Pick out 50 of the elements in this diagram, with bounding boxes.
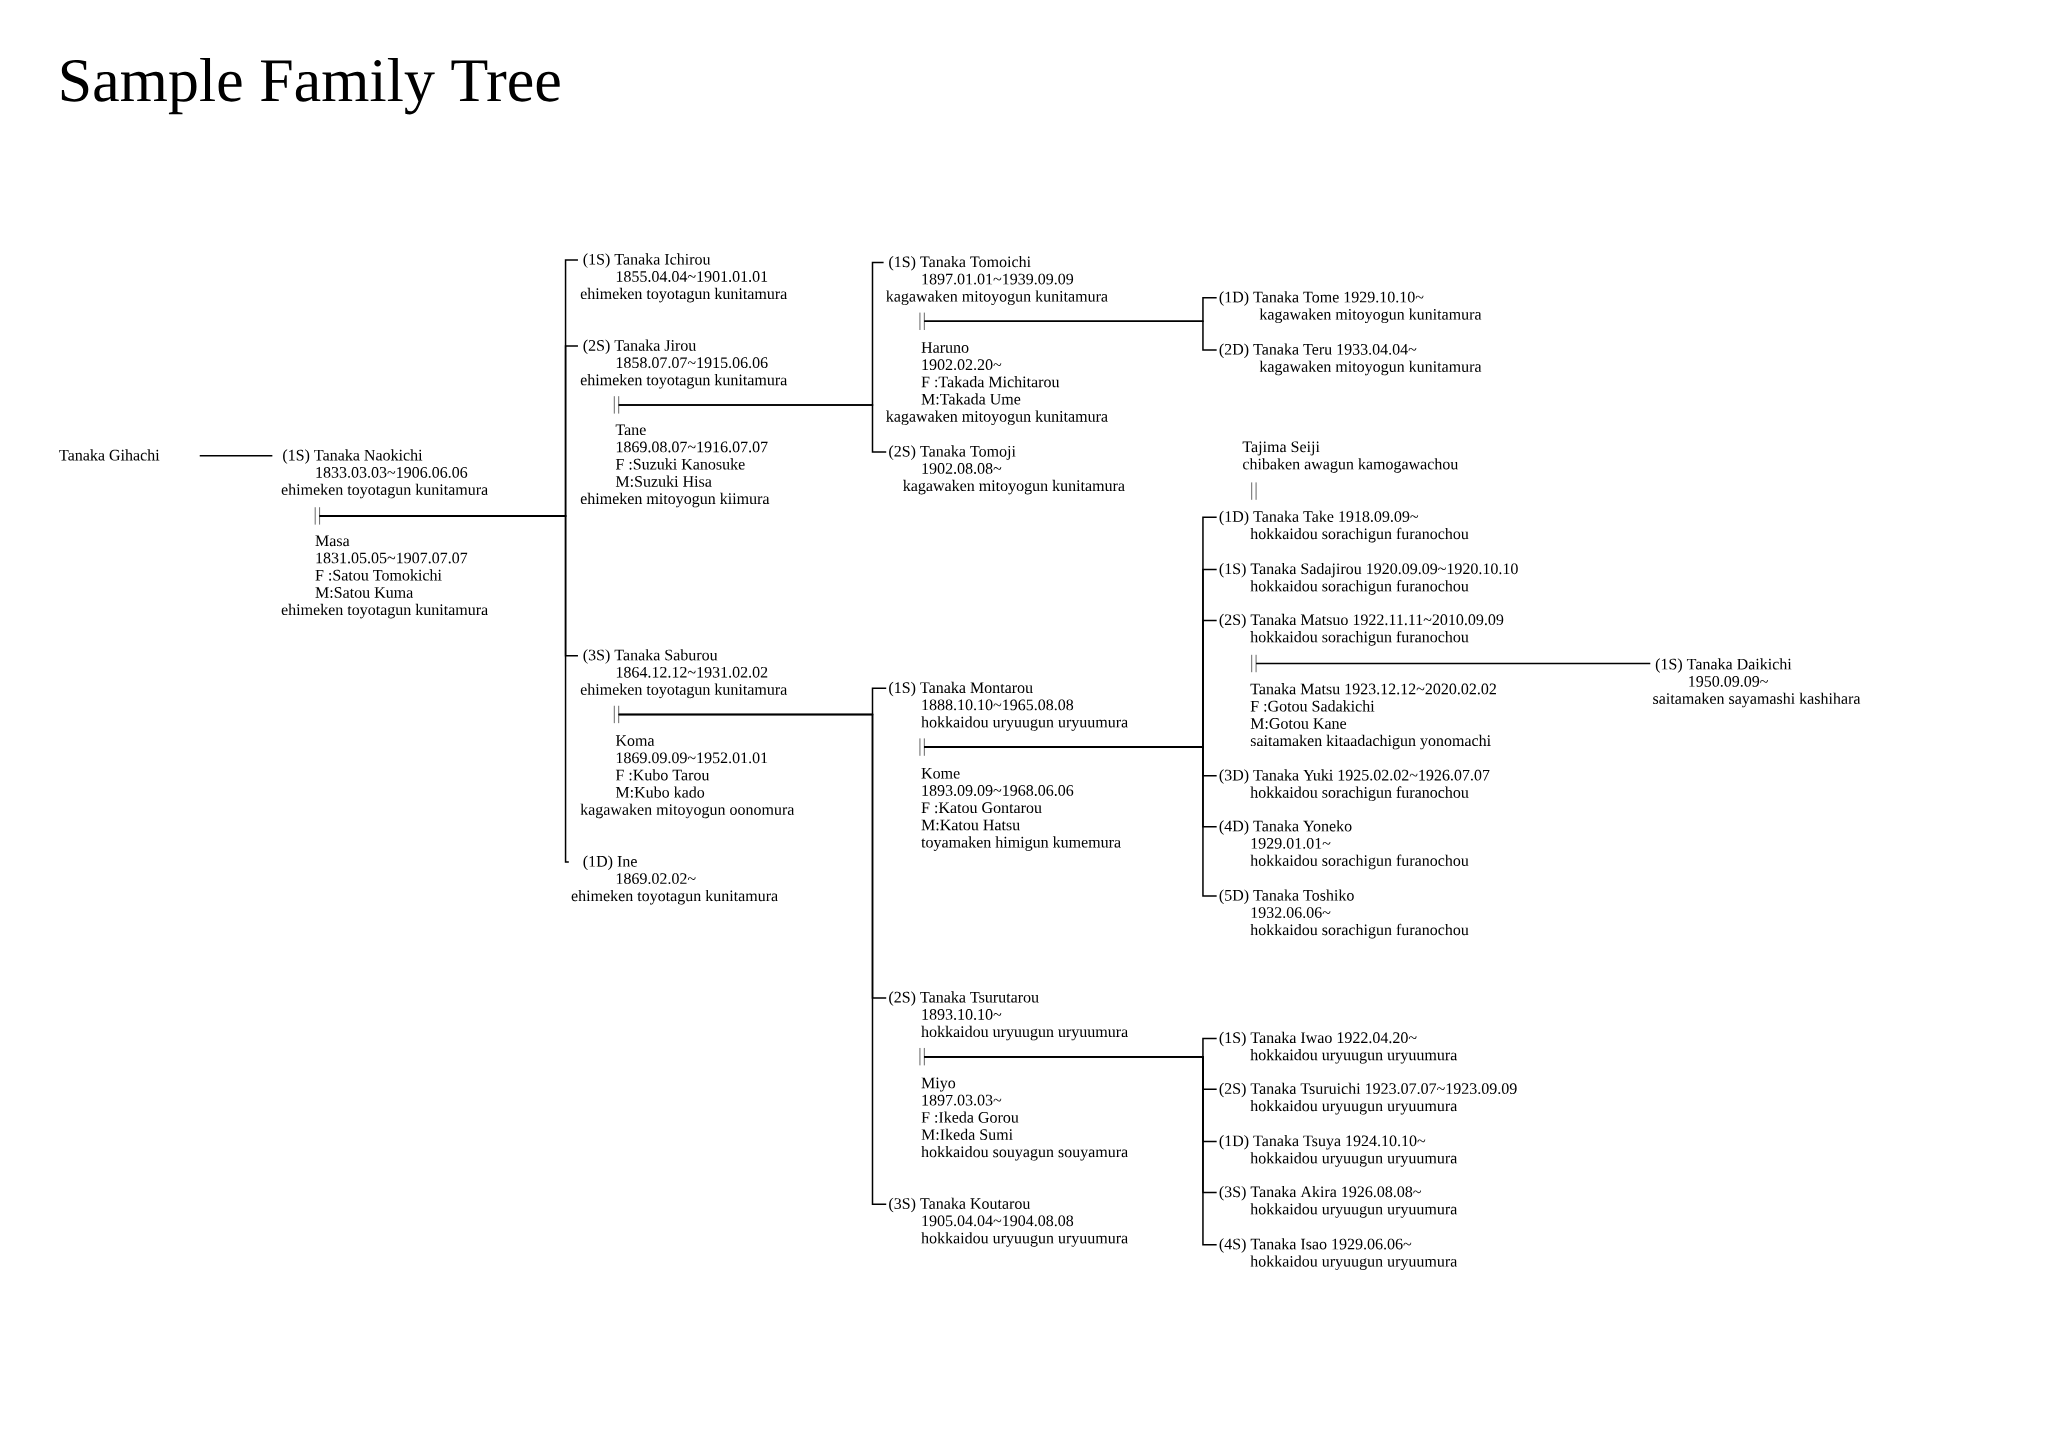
person-label: Haruno 1902.02.20~ F :Takada Michitarou M:Takada Ume kagawaken mitoyogun kunitamura [886,341,1108,425]
person-label: Miyo 1897.03.03~ F :Ikeda Gorou M:Ikeda Sumi hokkaidou souyagun souyamura [921,1077,1128,1161]
person-label: Koma 1869.09.09~1952.01.01 F :Kubo Tarou M:Kubo kado kagawaken mitoyogun oonomura [580,735,795,818]
person-label: Tane 1869.08.07~1916.07.07 F :Suzuki Kanosuke M:Suzuki Hisa ehimeken mitoyogun kiimura [580,424,770,508]
person-label: (4D) Tanaka Yoneko 1929.01.01~ hokkaidou sorachigun furanochou [1219,820,1469,870]
person-label: (4S) Tanaka Isao 1929.06.06~ hokkaidou uryuugun uryuumura [1219,1237,1458,1270]
person-label: (2S) Tanaka Tomoji 1902.08.08~ kagawaken mitoyogun kunitamura [889,445,1125,495]
connector-line [923,746,1218,897]
person-label: (2S) Tanaka Jirou 1858.07.07~1915.06.06 ehimeken toyotagun kunitamura [580,339,788,389]
person-label: (2S) Tanaka Tsuruichi 1923.07.07~1923.09.09 hokkaidou uryuugun uryuumura [1219,1082,1517,1115]
person-label: Masa 1831.05.05~1907.07.07 F :Satou Tomokichi M:Satou Kuma ehimeken toyotagun kunitamura [281,535,488,619]
person-label: (1D) Ine 1869.02.02~ ehimeken toyotagun kunitamura [571,855,778,905]
person-label: (1S) Tanaka Ichirou 1855.04.04~1901.01.01 ehimeken toyotagun kunitamura [580,253,788,303]
connector-line [617,403,887,453]
person-label: (1S) Tanaka Iwao 1922.04.20~ hokkaidou uryuugun uryuumura [1219,1031,1458,1064]
person-label: (1S) Tanaka Sadajirou 1920.09.09~1920.10.10 hokkaidou sorachigun furanochou [1219,562,1518,595]
marriage-sign [919,312,925,331]
person-label: (3S) Tanaka Koutarou 1905.04.04~1904.08.08 hokkaidou uryuugun uryuumura [889,1197,1128,1247]
person-label: (1D) Tanaka Take 1918.09.09~ hokkaidou sorachigun furanochou [1219,510,1469,543]
marriage-sign [919,737,925,756]
person-label: Tanaka Gihachi [59,449,160,461]
person-label: Tajima Seiji chibaken awagun kamogawachou [1242,441,1459,473]
connector-line [318,514,570,863]
person-label: (1S) Tanaka Daikichi 1950.09.09~ saitamaken sayamashi kashihara [1653,658,1861,708]
person-label: (5D) Tanaka Toshiko 1932.06.06~ hokkaidou sorachigun furanochou [1219,889,1469,939]
person-label: (1S) Tanaka Tomoichi 1897.01.01~1939.09.09 kagawaken mitoyogun kunitamura [886,255,1108,305]
person-label: (3S) Tanaka Akira 1926.08.08~ hokkaidou uryuugun uryuumura [1219,1185,1458,1218]
connector-line [199,454,274,457]
person-label: (3D) Tanaka Yuki 1925.02.02~1926.07.07 hokkaidou sorachigun furanochou [1219,769,1490,801]
person-label: (1D) Tanaka Tome 1929.10.10~ kagawaken mitoyogun kunitamura [1219,291,1482,323]
person-label: (2D) Tanaka Teru 1933.04.04~ kagawaken mitoyogun kunitamura [1219,343,1482,376]
marriage-sign [1251,654,1257,673]
title: Sample Family Tree [61,57,560,115]
person-label: Kome 1893.09.09~1968.06.06 F :Katou Gontarou M:Katou Hatsu toyamaken himigun kumemura [921,767,1121,851]
marriage-sign [1251,481,1257,500]
connector-line [617,713,887,1205]
marriage-sign [314,506,320,525]
marriage-sign [614,395,619,414]
connector-line [923,1055,1218,1246]
person-label: (2S) Tanaka Tsurutarou 1893.10.10~ hokkaidou uryuugun uryuumura [889,991,1128,1041]
person-label: Tanaka Matsu 1923.12.12~2020.02.02 F :Gotou Sadakichi M:Gotou Kane saitamaken kitaadachigun yonomachi [1250,682,1496,750]
marriage-sign [919,1047,925,1066]
marriage-sign [614,705,619,724]
person-label: (3S) Tanaka Saburou 1864.12.12~1931.02.02 ehimeken toyotagun kunitamura [580,648,788,698]
connector-line [923,320,1218,351]
person-label: (1D) Tanaka Tsuya 1924.10.10~ hokkaidou uryuugun uryuumura [1219,1134,1458,1167]
person-label: (1S) Tanaka Naokichi 1833.03.03~1906.06.06 ehimeken toyotagun kunitamura [281,449,488,499]
person-label: (2S) Tanaka Matsuo 1922.11.11~2010.09.09 hokkaidou sorachigun furanochou [1219,613,1504,646]
connector-line [1255,662,1652,665]
person-label: (1S) Tanaka Montarou 1888.10.10~1965.08.08 hokkaidou uryuugun uryuumura [889,681,1128,731]
